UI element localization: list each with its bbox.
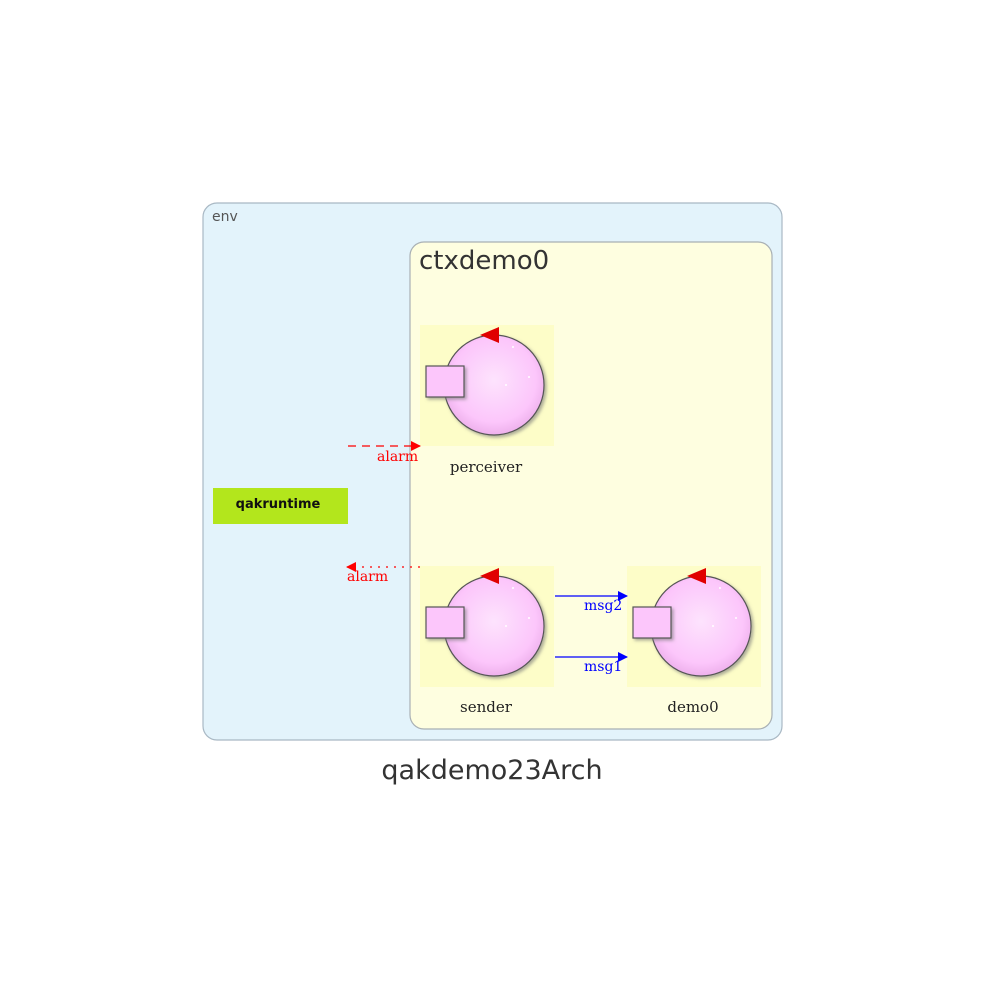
- actor-port-icon: [425, 606, 465, 639]
- actor-dot-icon: [528, 376, 530, 378]
- edge-msg2[interactable]: msg2: [555, 591, 628, 614]
- actor-perceiver[interactable]: [420, 325, 554, 446]
- edge-label: msg2: [584, 598, 622, 614]
- actor-demo0[interactable]: [627, 566, 761, 687]
- actor-label-perceiver: perceiver: [450, 458, 523, 476]
- edge-label: msg1: [584, 659, 622, 675]
- runtime-label: qakruntime: [236, 497, 321, 512]
- actor-dot-icon: [528, 617, 530, 619]
- actor-label-demo0: demo0: [667, 698, 718, 716]
- actor-pointer-icon: [480, 327, 499, 343]
- actor-pointer-icon: [480, 568, 499, 584]
- actor-pointer-icon: [687, 568, 706, 584]
- actor-sender[interactable]: [420, 566, 554, 687]
- edge-msg1[interactable]: msg1: [555, 652, 628, 675]
- runtime-node[interactable]: qakruntime: [213, 488, 348, 524]
- edge-label: alarm: [377, 449, 418, 465]
- actor-dot-icon: [735, 617, 737, 619]
- diagram-title: qakdemo23Arch: [381, 755, 602, 786]
- actor-dot-icon: [505, 384, 507, 386]
- actor-dot-icon: [505, 625, 507, 627]
- context-label: ctxdemo0: [419, 246, 549, 276]
- actor-dot-icon: [719, 587, 721, 589]
- actor-dot-icon: [512, 587, 514, 589]
- edge-alarm-in[interactable]: alarm: [348, 441, 421, 465]
- actor-dot-icon: [512, 346, 514, 348]
- runtime-box: [213, 488, 348, 524]
- actor-dot-icon: [712, 625, 714, 627]
- actor-label-sender: sender: [460, 698, 513, 716]
- edge-alarm-out[interactable]: alarm: [346, 562, 420, 585]
- actor-port-icon: [632, 606, 672, 639]
- env-label: env: [212, 209, 238, 225]
- edge-label: alarm: [347, 569, 388, 585]
- actor-port-icon: [425, 365, 465, 398]
